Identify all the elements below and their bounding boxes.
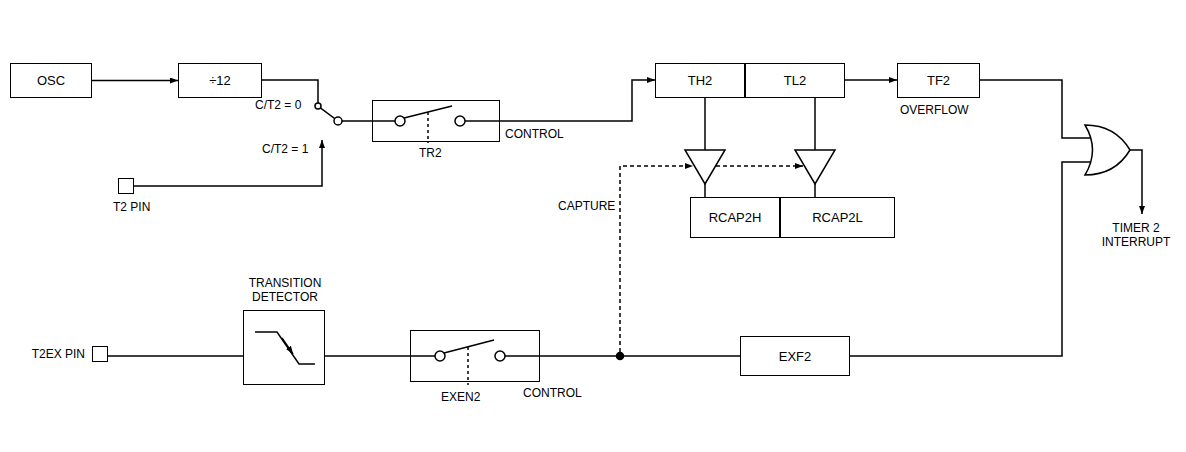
falling-edge-symbol <box>255 332 315 364</box>
switch-contact <box>495 351 505 361</box>
register-box: TH2 <box>655 63 745 98</box>
capture-buffer <box>795 150 835 184</box>
signal-label: OVERFLOW <box>900 104 969 118</box>
signal-wire <box>92 80 178 82</box>
box-caption: T2 PIN <box>113 201 150 215</box>
selector-contact <box>315 103 321 109</box>
signal-wire <box>325 355 410 357</box>
mode-label: C/T2 = 1 <box>262 143 308 157</box>
register-box: RCAP2H <box>690 197 780 238</box>
control-link <box>467 347 469 385</box>
switch-contact <box>435 351 445 361</box>
mode-label: C/T2 = 0 <box>255 99 301 113</box>
box-label: ÷12 <box>209 73 231 88</box>
box-label: TL2 <box>784 73 806 88</box>
box-label: EXF2 <box>779 349 812 364</box>
selector-pivot <box>334 117 342 125</box>
box-caption: EXEN2 <box>441 391 480 405</box>
switch-wire <box>505 355 540 357</box>
interrupt-wire <box>1130 150 1142 214</box>
register-box: RCAP2L <box>780 197 895 238</box>
signal-label: TIMER 2 INTERRUPT <box>1090 222 1182 250</box>
register-box: ÷12 <box>178 63 262 98</box>
capture-buffer <box>685 150 725 184</box>
signal-wire <box>500 80 655 121</box>
switch-contact <box>395 116 405 126</box>
symbol-box: CONTROLTR2 <box>372 100 500 142</box>
falling-edge-arrow <box>282 338 293 354</box>
box-label: OSC <box>37 73 65 88</box>
register-box: TF2 <box>897 63 980 98</box>
switch-wire <box>372 120 395 122</box>
box-caption: T2EX PIN <box>13 348 85 362</box>
box-label: RCAP2L <box>812 210 863 225</box>
symbol-box: CONTROLEXEN2 <box>410 330 540 382</box>
capture-line <box>716 165 803 167</box>
signal-wire <box>540 355 740 357</box>
control-link <box>427 112 429 143</box>
pin-box: T2EX PIN <box>92 346 108 362</box>
signal-wire <box>845 79 897 81</box>
box-caption: CONTROL <box>505 128 564 142</box>
symbol-box: TRANSITION DETECTOR <box>243 310 325 385</box>
signal-label: CAPTURE <box>558 200 615 214</box>
switch-blade <box>444 340 494 353</box>
box-caption: TRANSITION DETECTOR <box>225 277 345 305</box>
register-box: TL2 <box>745 63 845 98</box>
box-label: RCAP2H <box>709 210 762 225</box>
box-caption: TR2 <box>419 147 442 161</box>
register-box: EXF2 <box>740 336 850 376</box>
switch-wire <box>465 120 500 122</box>
register-box: OSC <box>10 63 92 98</box>
box-caption: CONTROL <box>523 387 582 401</box>
box-label: TF2 <box>927 73 950 88</box>
signal-wire <box>108 355 243 357</box>
or-gate <box>1085 125 1130 175</box>
tf2-wire <box>980 80 1093 138</box>
switch-wire <box>410 355 435 357</box>
exf2-wire <box>850 162 1093 356</box>
box-label: TH2 <box>688 73 713 88</box>
switch-contact <box>455 116 465 126</box>
selector-contact <box>319 135 325 141</box>
pin-box: T2 PIN <box>118 178 134 194</box>
capture-line <box>620 166 693 352</box>
t2-wire <box>134 140 322 186</box>
